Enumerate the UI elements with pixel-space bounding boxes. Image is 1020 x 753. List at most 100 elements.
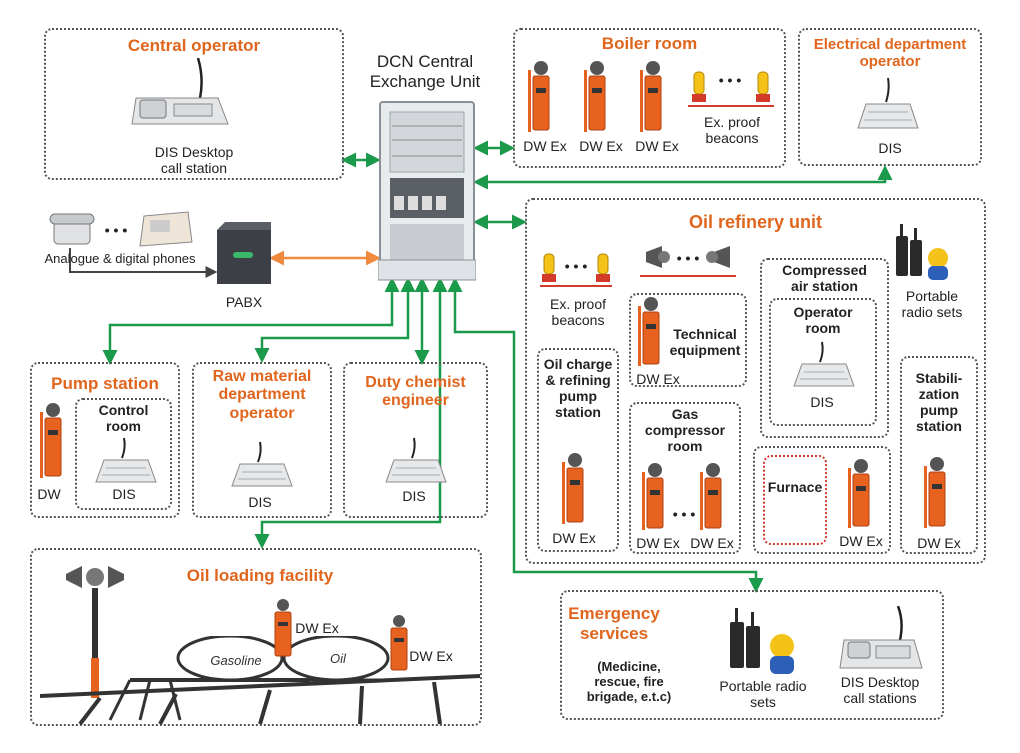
gas-compressor-room-box	[629, 402, 741, 554]
dis-desktop-call-station-icon	[839, 606, 923, 669]
digital-phone-icon	[139, 211, 193, 247]
portable-radio-sets-icon	[896, 224, 948, 280]
boiler-room-title: Boiler room	[601, 34, 698, 53]
refinery-beacons-label: Ex. proof beacons	[549, 296, 607, 329]
emergency-device-label: DIS Desktop call stations	[840, 674, 920, 707]
control-room-device-label: DIS	[112, 486, 136, 502]
oil-loading-facility-box	[30, 548, 482, 726]
oil-charge-pump-station-title: Oil charge & refining pump station	[543, 356, 613, 421]
boiler-beacons-ellipsis: • • •	[718, 72, 742, 88]
dw-speaker-icon	[40, 403, 62, 478]
gas-compressor-ellipsis: • • •	[672, 506, 696, 522]
tank-gasoline-label: Gasoline	[210, 653, 262, 668]
rail-tanks-loading-icon	[40, 636, 480, 726]
central-operator-title: Central operator	[127, 36, 261, 55]
dw-ex-speaker-icon	[640, 61, 662, 132]
phones-ellipsis: • • •	[104, 222, 128, 238]
boiler-room-box	[513, 28, 786, 168]
central-operator-device-label: DIS Desktop call station	[154, 144, 234, 177]
duty-chemist-device-label: DIS	[402, 488, 426, 504]
raw-material-device-label: DIS	[248, 494, 272, 510]
dw-ex-speaker-icon	[848, 459, 870, 528]
pump-station-title: Pump station	[51, 374, 159, 393]
link-oil-loading	[254, 277, 448, 549]
furnace-title: Furnace	[767, 479, 823, 495]
technical-equipment-box	[629, 293, 747, 387]
gas-compressor-dw-label: DW Ex	[636, 535, 680, 551]
analogue-phone-icon	[49, 213, 95, 245]
control-room-box	[75, 398, 172, 510]
central-unit-title: DCN Central Exchange Unit	[369, 52, 481, 91]
duty-chemist-engineer-box	[343, 362, 488, 518]
gas-compressor-room-title: Gas compressor room	[644, 406, 726, 455]
phones-label: Analogue & digital phones	[44, 251, 196, 266]
control-room-title: Control room	[98, 402, 149, 435]
electrical-device-label: DIS	[878, 140, 902, 156]
furnace-dw-label: DW Ex	[839, 533, 883, 549]
ex-proof-beacons-icon	[688, 71, 774, 107]
stabilization-pump-station-title: Stabili- zation pump station	[915, 370, 963, 435]
oil-loading-facility-title: Oil loading facility	[186, 566, 334, 585]
boiler-dw-label: DW Ex	[635, 138, 679, 154]
link-pump-station	[102, 277, 400, 365]
pump-station-dw-label: DW	[37, 486, 61, 502]
dw-ex-speaker-icon	[528, 61, 550, 132]
boiler-dw-label: DW Ex	[523, 138, 567, 154]
oil-charge-dw-label: DW Ex	[552, 530, 596, 546]
loading-dw-label: DW Ex	[409, 648, 453, 664]
dis-desktop-call-station-icon	[131, 58, 229, 125]
ex-proof-beacons-icon	[540, 253, 612, 287]
dis-call-station-icon	[95, 437, 157, 483]
dis-call-station-icon	[793, 341, 855, 387]
pabx-icon	[217, 222, 271, 284]
raw-material-operator-title: Raw material department operator	[212, 368, 312, 422]
emergency-services-title: Emergency services	[568, 604, 660, 643]
loading-dw-label: DW Ex	[295, 620, 339, 636]
dis-call-station-icon	[385, 437, 447, 483]
dw-ex-speaker-icon	[274, 599, 292, 657]
dw-ex-speaker-icon	[642, 463, 664, 530]
compressed-air-box	[760, 258, 889, 438]
duty-chemist-engineer-title: Duty chemist engineer	[365, 374, 466, 410]
oil-refinery-title: Oil refinery unit	[688, 212, 823, 232]
electrical-dept-box	[798, 28, 982, 166]
compressed-air-title: Compressed air station	[782, 262, 867, 295]
furnace-box	[763, 455, 827, 545]
refinery-speakers-ellipsis: • • •	[676, 250, 700, 266]
boiler-dw-label: DW Ex	[579, 138, 623, 154]
dw-ex-speaker-icon	[924, 457, 946, 528]
refinery-beacons-ellipsis: • • •	[564, 258, 588, 274]
horn-speaker-mast-icon	[66, 566, 124, 698]
dis-call-station-icon	[857, 77, 919, 129]
furnace-area-box	[753, 446, 891, 554]
refinery-radio-label: Portable radio sets	[901, 288, 963, 321]
central-operator-box	[44, 28, 344, 180]
electrical-dept-title: Electrical department operator	[813, 36, 967, 71]
link-emergency	[447, 277, 764, 593]
dw-ex-speaker-icon	[562, 453, 584, 524]
boiler-beacons-label: Ex. proof beacons	[703, 114, 761, 147]
central-exchange-rack-icon	[378, 101, 476, 281]
dw-ex-speaker-icon	[390, 615, 408, 671]
stabilization-pump-station-box	[900, 356, 978, 554]
pump-station-box	[30, 362, 180, 518]
tank-oil-label: Oil	[330, 651, 346, 666]
dw-ex-speaker-icon	[584, 61, 606, 132]
emergency-radio-label: Portable radio sets	[719, 678, 807, 711]
link-phones	[69, 248, 218, 278]
emergency-services-desc: (Medicine, rescue, fire brigade, e.t.c)	[586, 659, 672, 704]
pabx-label: PABX	[225, 294, 263, 310]
horn-speakers-icon	[640, 246, 736, 277]
emergency-services-box	[560, 590, 944, 720]
link-raw-material	[254, 277, 416, 363]
dw-ex-speaker-icon	[700, 463, 722, 530]
technical-equipment-title: Technical equipment	[669, 326, 741, 359]
portable-radio-sets-icon	[730, 608, 794, 674]
operator-room-device-label: DIS	[810, 394, 834, 410]
gas-compressor-dw-label: DW Ex	[690, 535, 734, 551]
raw-material-operator-box	[192, 362, 332, 518]
technical-dw-label: DW Ex	[636, 371, 680, 387]
oil-charge-pump-station-box	[537, 348, 619, 552]
dis-call-station-icon	[231, 441, 293, 487]
